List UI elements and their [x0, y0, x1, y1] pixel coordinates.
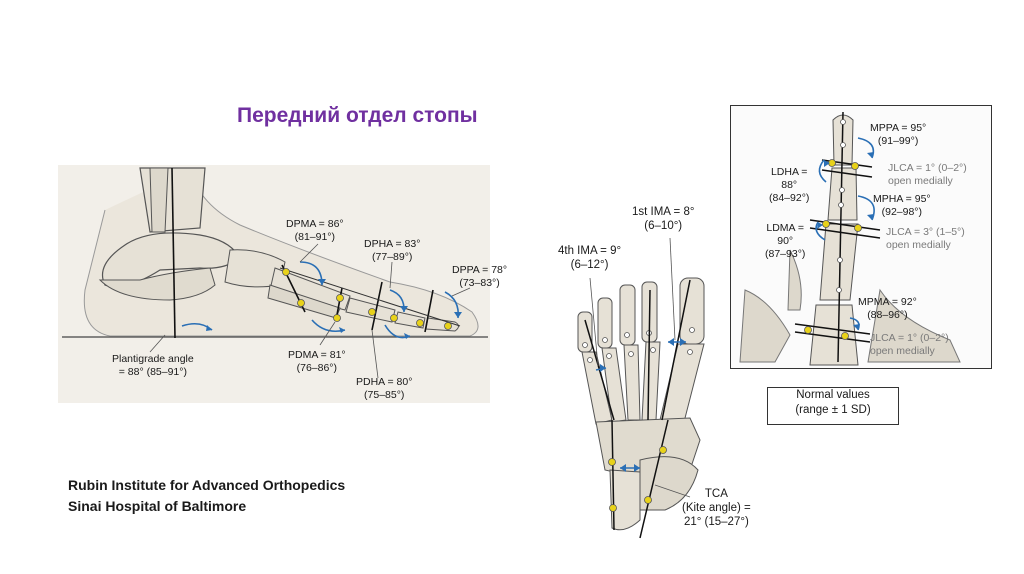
mpma-label: MPMA = 92° (88–96°) [858, 296, 917, 321]
tca-label: TCA (Kite angle) = 21° (15–27°) [682, 488, 751, 528]
fourth-ima-label: 4th IMA = 9° (6–12°) [558, 245, 622, 271]
normal-values-box: Normal values (range ± 1 SD) [767, 387, 899, 425]
pdha-label: PDHA = 80° (75–85°) [356, 376, 413, 401]
plantigrade-angle-label: Plantigrade angle = 88° (85–91°) [112, 353, 194, 378]
pdma-label: PDMA = 81° (76–86°) [288, 349, 346, 374]
dpma-label: DPMA = 86° (81–91°) [286, 218, 344, 243]
credit-institute: Rubin Institute for Advanced Orthopedics [68, 477, 346, 493]
dppa-label: DPPA = 78° (73–83°) [452, 264, 508, 289]
mpha-label: MPHA = 95° (92–98°) [873, 193, 931, 218]
jlca-middle-label: JLCA = 3° (1–5°) open medially [886, 226, 965, 251]
ldma-label: LDMA = 90° (87–93°) [765, 222, 806, 260]
jlca-distal-label: JLCA = 1° (0–2°) open medially [888, 162, 967, 187]
first-ima-label: 1st IMA = 8° (6–10°) [632, 206, 695, 232]
ldha-label: LDHA = 88° (84–92°) [769, 166, 810, 204]
slide-title: Передний отдел стопы [237, 104, 478, 127]
jlca-proximal-label: JLCA = 1° (0–2°) open medially [870, 332, 949, 357]
dpha-label: DPHA = 83° (77–89°) [364, 238, 421, 263]
mppa-label: MPPA = 95° (91–99°) [870, 122, 927, 147]
credit-hospital: Sinai Hospital of Baltimore [68, 498, 247, 514]
